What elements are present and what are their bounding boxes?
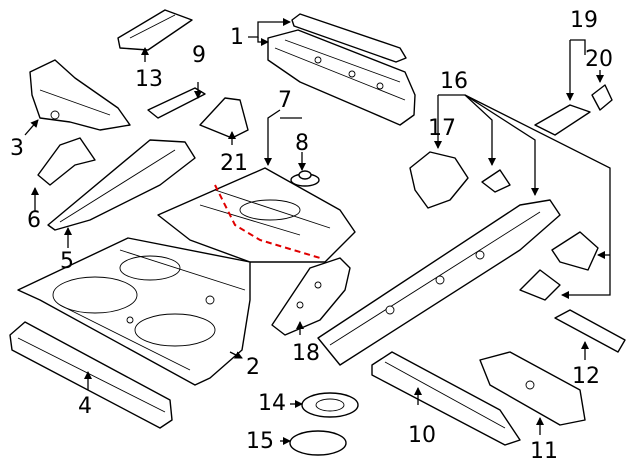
- cut-line: [214, 184, 321, 259]
- callout-18: 18: [292, 341, 320, 366]
- callout-2: 2: [246, 355, 260, 380]
- part-7-floor-section: [157, 167, 356, 263]
- part-10-rail: [371, 351, 521, 446]
- callout-4: 4: [78, 394, 92, 419]
- part-6-bracket: [37, 137, 96, 186]
- callout-3: 3: [10, 136, 24, 161]
- callout-17: 17: [428, 116, 456, 141]
- part-3-wheelhouse: [29, 59, 131, 131]
- part-14-plug: [301, 392, 359, 418]
- callout-20: 20: [585, 47, 613, 72]
- callout-10: 10: [408, 423, 436, 448]
- callout-13: 13: [135, 67, 163, 92]
- callout-9: 9: [192, 43, 206, 68]
- part-16-side-brackets: [519, 231, 599, 301]
- part-16-bracket: [481, 169, 511, 193]
- part-15-plug: [289, 430, 347, 456]
- callout-21: 21: [220, 151, 248, 176]
- callout-1: 1: [230, 25, 244, 50]
- callout-15: 15: [246, 429, 274, 454]
- part-9-bracket: [147, 87, 206, 119]
- callout-12: 12: [572, 364, 600, 389]
- part-12-brace: [554, 309, 626, 353]
- part-13-plate: [117, 9, 193, 51]
- callout-7: 7: [278, 88, 292, 113]
- part-19-bracket: [534, 104, 591, 136]
- callout-5: 5: [60, 249, 74, 274]
- part-1-rear-panel: [267, 13, 416, 126]
- part-2-rear-floor-pan: [17, 237, 251, 386]
- part-17-extension: [409, 151, 469, 209]
- part-21-bracket: [199, 97, 249, 139]
- callout-16: 16: [440, 69, 468, 94]
- part-rail-long: [317, 199, 561, 366]
- part-11-bracket: [479, 351, 586, 426]
- callout-6: 6: [27, 208, 41, 233]
- part-8-plug: [290, 170, 320, 187]
- part-18-bracket: [271, 257, 351, 336]
- leader-lines: [24, 18, 611, 445]
- part-20-clip: [591, 84, 613, 111]
- callout-19: 19: [570, 8, 598, 33]
- callout-11: 11: [530, 439, 558, 464]
- callout-14: 14: [258, 391, 286, 416]
- part-5-side-rail: [47, 139, 196, 231]
- callout-8: 8: [295, 131, 309, 156]
